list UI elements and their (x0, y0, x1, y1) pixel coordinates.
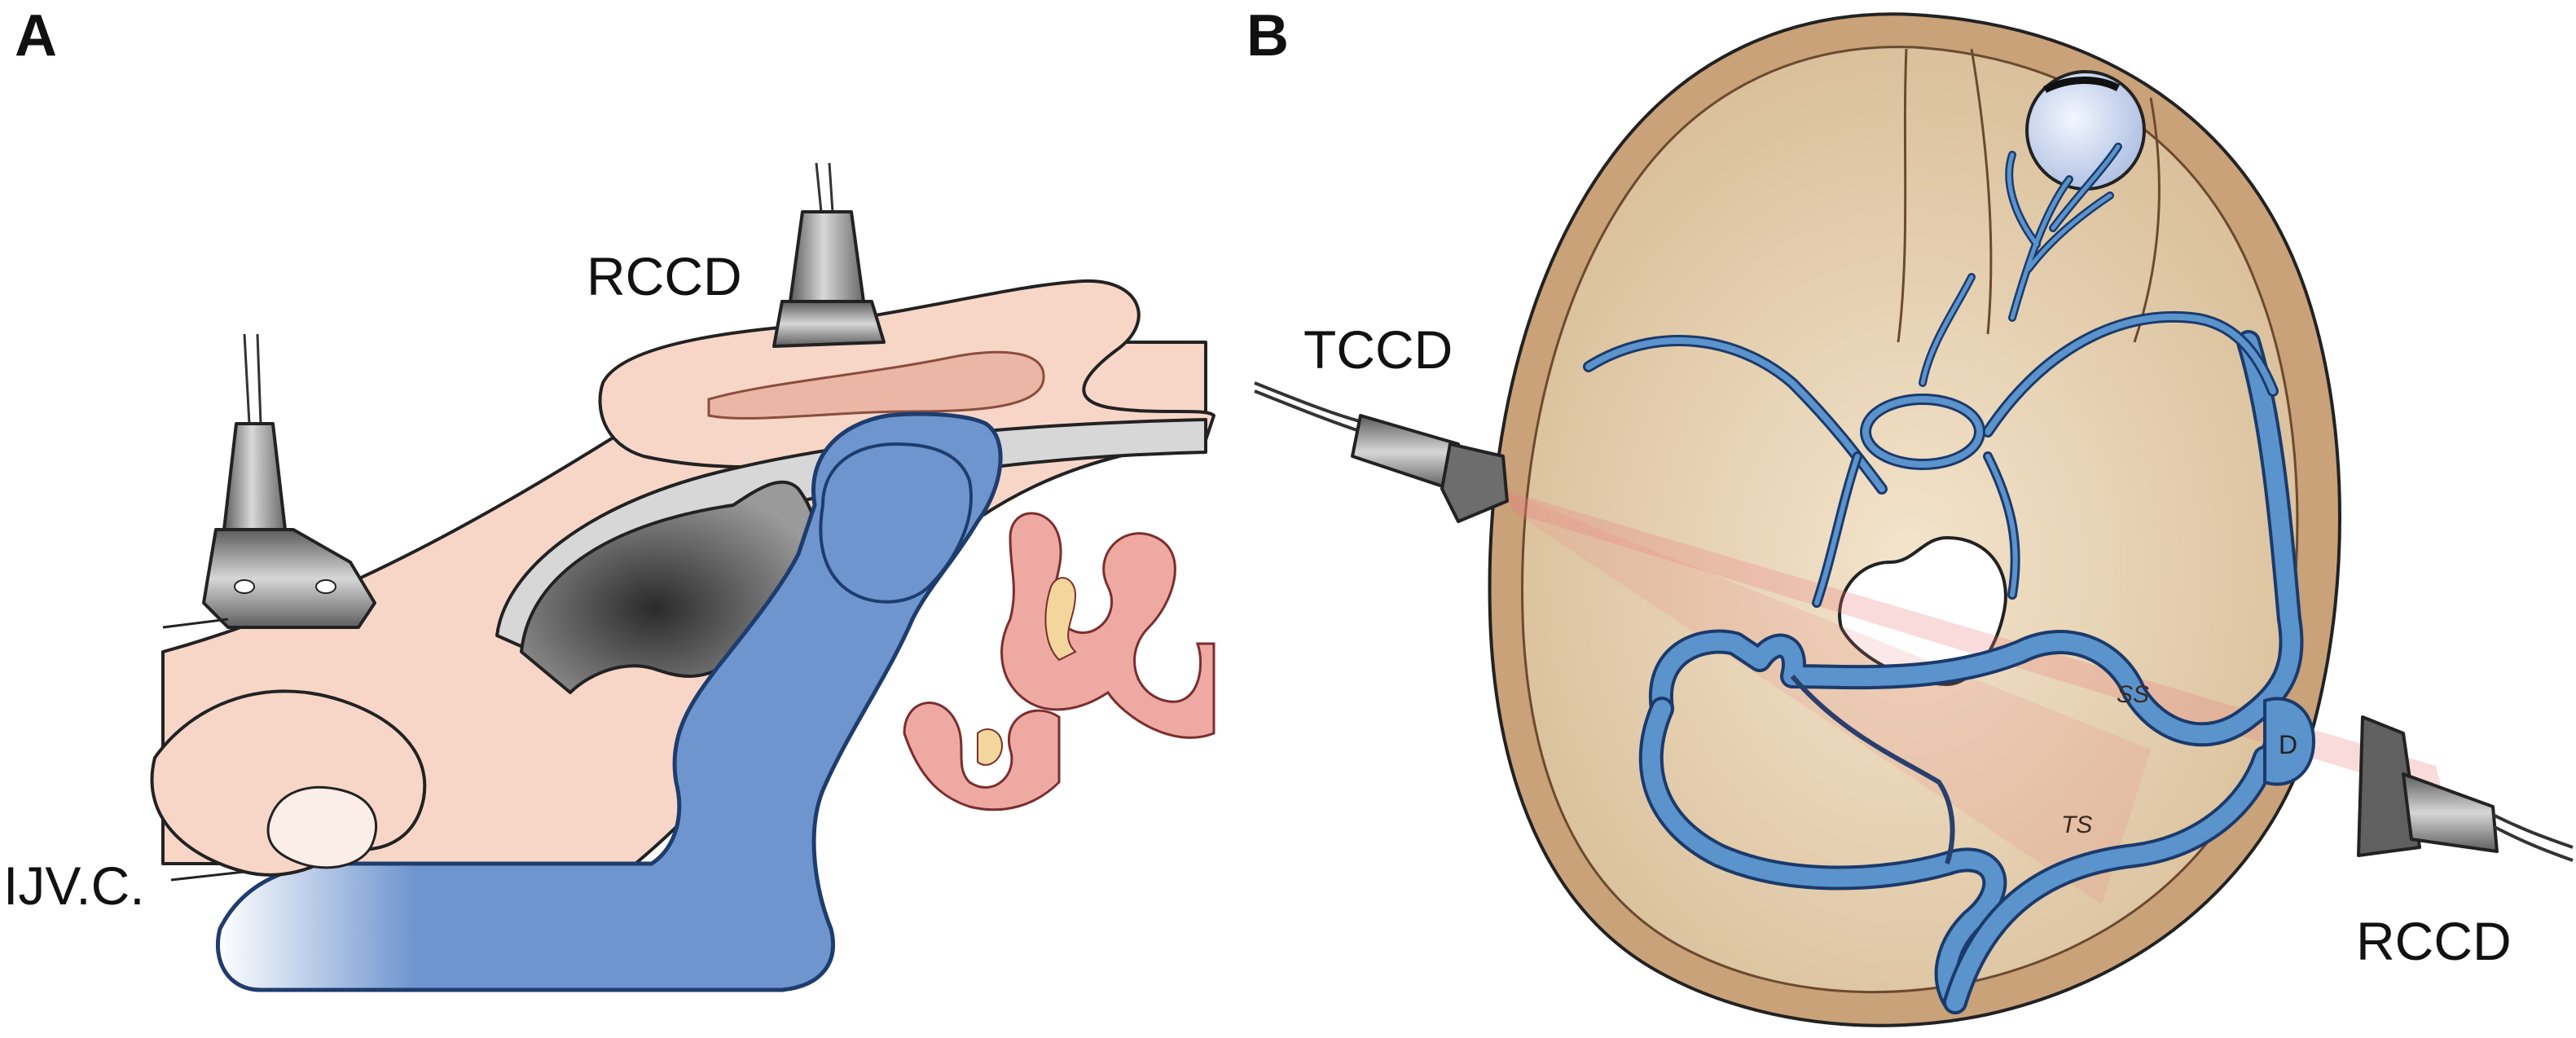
rccd-probe-b (2357, 715, 2574, 862)
panel-b-letter: B (1246, 3, 1289, 68)
d-label: D (2279, 730, 2297, 759)
anterior-fossa-line (1897, 48, 1908, 343)
rccd-probe-a (772, 162, 886, 348)
venous-sinuses (1583, 143, 2304, 1014)
skull-inner-bone (1521, 46, 2299, 994)
cerebellum-folds (903, 512, 1215, 811)
d-marker-region (2263, 697, 2316, 786)
tccd-probe (1254, 381, 1509, 523)
orbit-wall (1970, 48, 1993, 335)
panel-b-tccd-label: TCCD (1303, 319, 1453, 380)
skin-inner-fold (707, 350, 1045, 420)
ts-label: TS (2061, 811, 2092, 838)
panel-a-ijvc-label: IJV.C. (3, 855, 145, 916)
panel-b-rccd-label: RCCD (2356, 911, 2512, 971)
panel-a-rccd-label: RCCD (587, 246, 742, 306)
eyeball (2025, 70, 2146, 191)
internal-jugular-vein (215, 411, 1003, 992)
ultrasound-beam (1499, 489, 2444, 798)
orbit-wall-right (2133, 97, 2161, 343)
ijv-probe (162, 333, 376, 629)
ijvc-leader-line (170, 870, 245, 882)
ultrasound-beam-wide (1499, 489, 2151, 904)
jugular-bulb (819, 442, 973, 604)
panel-a: A (3, 3, 1215, 992)
panel-b: B (1246, 3, 2574, 1027)
ss-label: SS (2117, 681, 2149, 708)
panel-a-letter: A (15, 3, 57, 68)
thumbnail (266, 785, 378, 869)
